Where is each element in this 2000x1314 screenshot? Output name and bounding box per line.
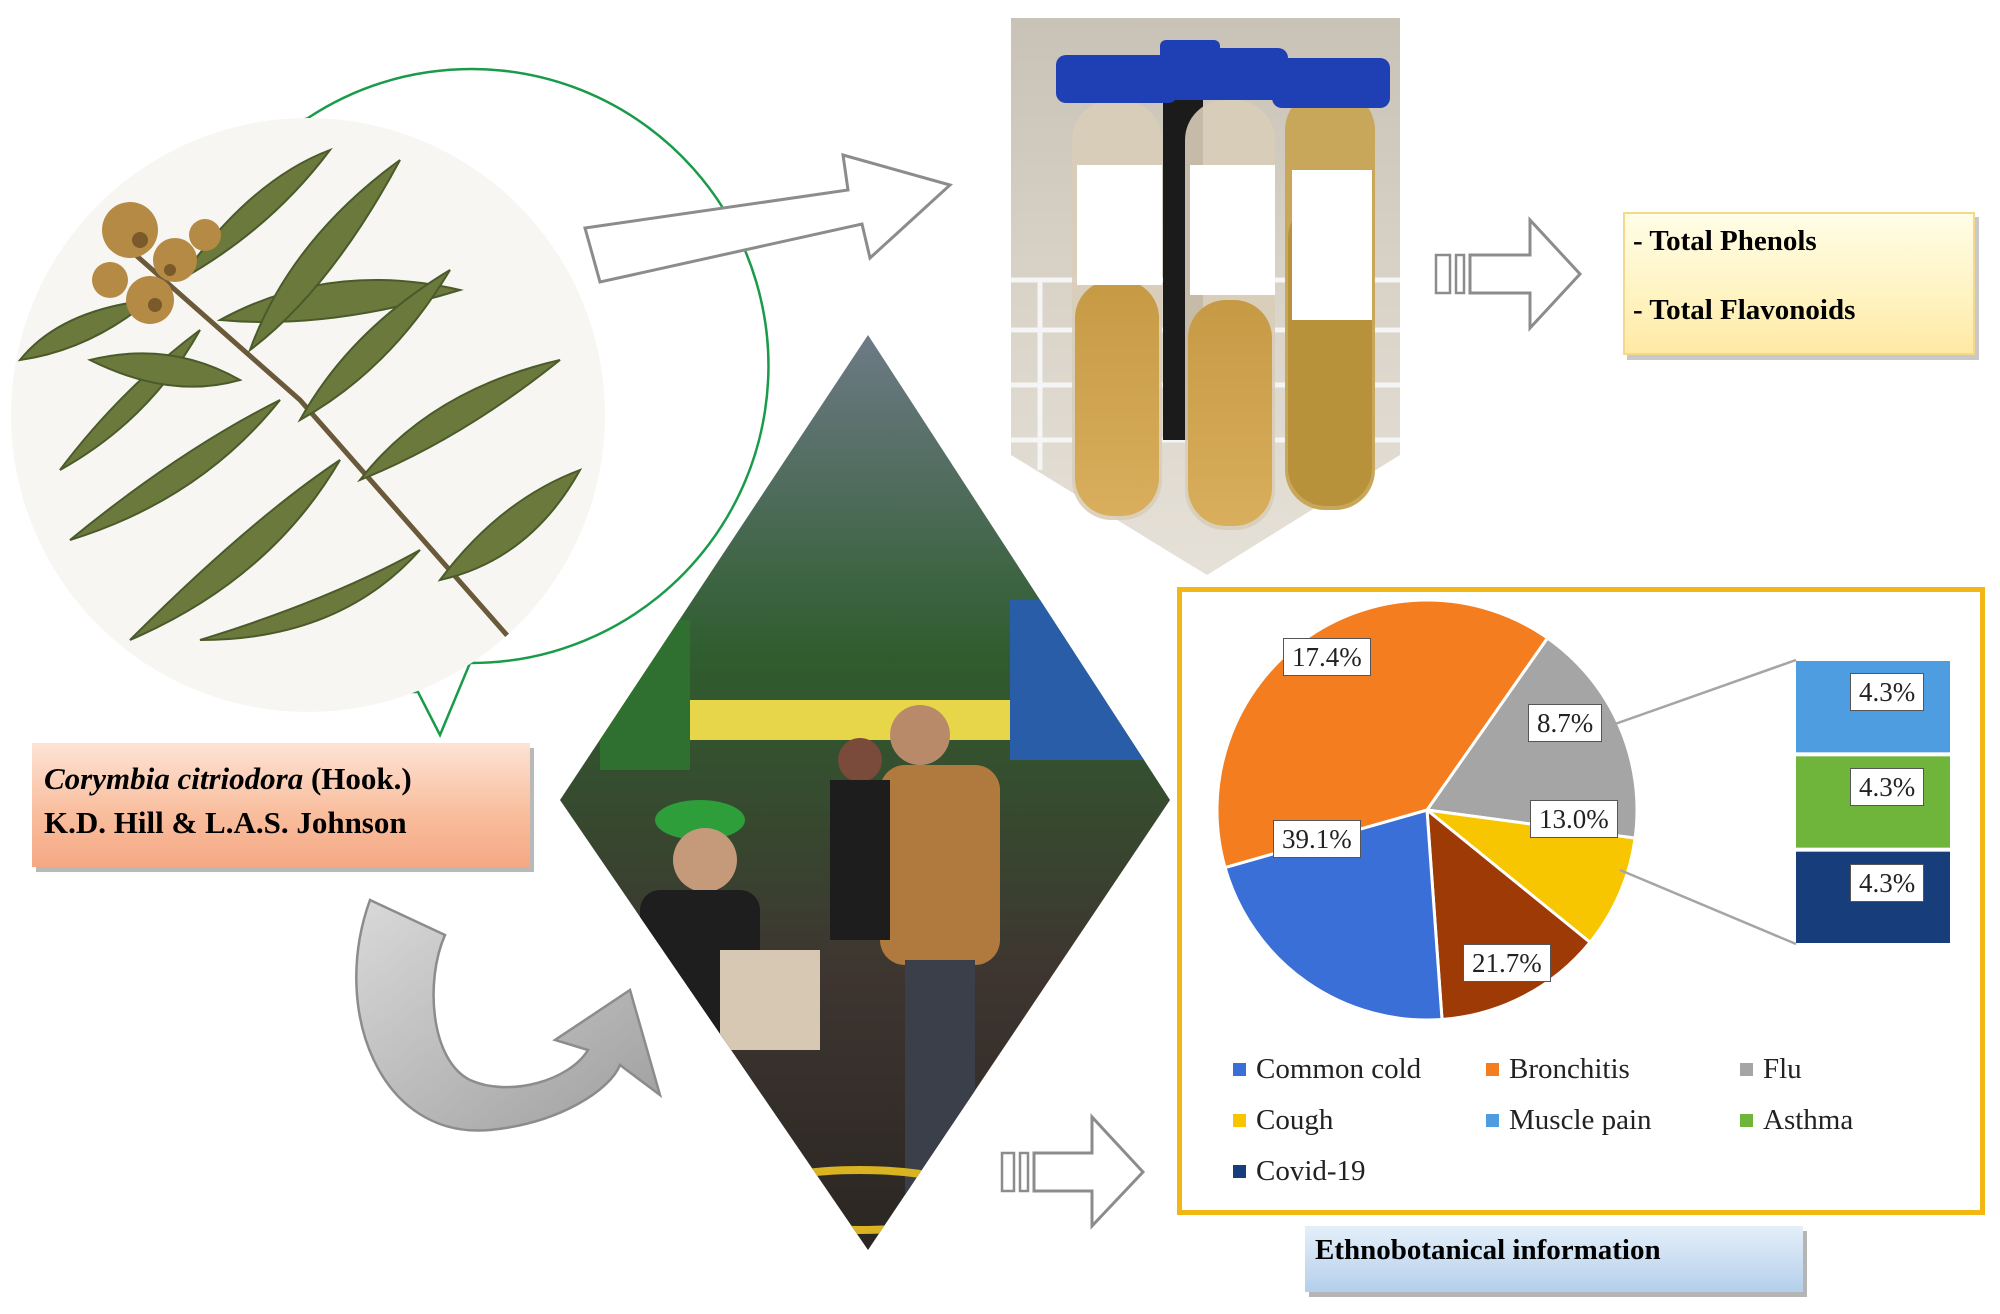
- pie-data-label: 39.1%: [1273, 820, 1361, 858]
- pie-data-label: 17.4%: [1283, 638, 1371, 676]
- legend-label: Bronchitis: [1509, 1053, 1630, 1085]
- legend-item-flu: Flu: [1740, 1052, 1802, 1086]
- legend-swatch: [1233, 1164, 1246, 1178]
- ethnobotanical-label: Ethnobotanical information: [1315, 1234, 1661, 1266]
- legend-item-cough: Cough: [1233, 1103, 1333, 1137]
- pie-slice-common-cold: [1223, 808, 1444, 1022]
- legend-swatch: [1233, 1062, 1246, 1076]
- legend-label: Cough: [1256, 1104, 1334, 1136]
- species-name-line2: K.D. Hill & L.A.S. Johnson: [44, 805, 407, 840]
- total-flavonoids-label: - Total Flavonoids: [1633, 294, 1856, 326]
- legend-label: Flu: [1763, 1053, 1802, 1085]
- legend-swatch: [1486, 1113, 1499, 1127]
- legend-label: Asthma: [1763, 1104, 1854, 1136]
- legend-label: Covid-19: [1256, 1155, 1366, 1187]
- legend-label: Muscle pain: [1509, 1104, 1652, 1136]
- total-phenols-label: - Total Phenols: [1633, 225, 1817, 257]
- legend-swatch: [1740, 1113, 1753, 1127]
- species-authority: (Hook.): [310, 761, 412, 796]
- arrow-to-tubes: [583, 152, 954, 284]
- breakdown-connector-top: [1614, 658, 1797, 726]
- breakdown-connector-bottom: [1619, 868, 1797, 946]
- legend-swatch: [1233, 1113, 1246, 1127]
- legend-item-asthma: Asthma: [1740, 1103, 1853, 1137]
- legend-swatch: [1740, 1062, 1753, 1076]
- species-genus: Corymbia citriodora: [44, 761, 304, 796]
- arrow-to-chart: [1000, 1113, 1146, 1230]
- pie-data-label: 21.7%: [1463, 944, 1551, 982]
- legend-item-muscle-pain: Muscle pain: [1486, 1103, 1652, 1137]
- breakdown-data-label: 4.3%: [1850, 673, 1925, 711]
- breakdown-data-label: 4.3%: [1850, 768, 1925, 807]
- arrow-to-results: [1434, 216, 1583, 332]
- pie-data-label: 13.0%: [1530, 800, 1618, 838]
- curved-arrow: [355, 898, 663, 1132]
- legend-item-covid-19: Covid-19: [1233, 1154, 1366, 1188]
- test-tubes-image: [1011, 18, 1400, 575]
- results-box: - Total Phenols - Total Flavonoids: [1623, 212, 1975, 355]
- pie-data-label: 8.7%: [1528, 704, 1603, 742]
- legend-item-common-cold: Common cold: [1233, 1052, 1421, 1086]
- pie-slice-cough: [1421, 807, 1637, 945]
- species-name-box: Corymbia citriodora (Hook.) K.D. Hill & …: [32, 743, 530, 867]
- legend-swatch: [1486, 1062, 1499, 1076]
- legend-item-bronchitis: Bronchitis: [1486, 1052, 1630, 1086]
- legend-label: Common cold: [1256, 1053, 1422, 1085]
- species-name-line1: Corymbia citriodora (Hook.): [44, 757, 530, 801]
- ethnobotanical-label-box: Ethnobotanical information: [1305, 1226, 1803, 1292]
- breakdown-data-label: 4.3%: [1850, 863, 1925, 902]
